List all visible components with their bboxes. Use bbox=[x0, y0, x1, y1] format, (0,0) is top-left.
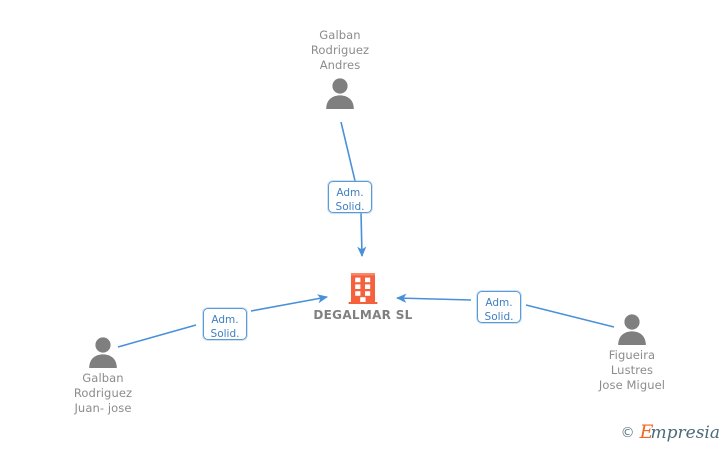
building-icon bbox=[348, 273, 378, 304]
edge-right-inner bbox=[395, 293, 472, 303]
relation-label-right[interactable]: Adm. Solid. bbox=[477, 291, 521, 323]
brand-name: mpresia bbox=[650, 423, 721, 443]
edge-left bbox=[117, 324, 197, 348]
person-label: Galban Rodriguez Juan- jose bbox=[73, 371, 133, 415]
company-node-degalmar-sl[interactable]: DEGALMAR SL bbox=[283, 272, 443, 322]
edge-top bbox=[340, 121, 357, 186]
edge-right bbox=[525, 304, 615, 328]
person-node-galban-rodriguez-juan-jose[interactable]: Galban Rodriguez Juan- jose bbox=[28, 336, 178, 416]
relation-label-top[interactable]: Adm. Solid. bbox=[328, 181, 372, 213]
empresia-watermark: © Empresia bbox=[621, 423, 720, 442]
brand-initial: E bbox=[639, 421, 654, 443]
edge-top-lower bbox=[357, 211, 367, 258]
person-label: Figueira Lustres Jose Miguel bbox=[598, 348, 666, 392]
person-label: Galban Rodriguez Andres bbox=[310, 28, 370, 72]
person-node-galban-rodriguez-andres[interactable]: Galban Rodriguez Andres bbox=[265, 28, 415, 109]
company-label: DEGALMAR SL bbox=[313, 308, 413, 322]
edge-left-upper bbox=[250, 294, 329, 312]
relation-label-left[interactable]: Adm. Solid. bbox=[203, 308, 247, 340]
person-icon bbox=[618, 314, 646, 345]
person-icon bbox=[326, 78, 354, 109]
person-node-figueira-lustres-jose-miguel[interactable]: Figueira Lustres Jose Miguel bbox=[557, 313, 707, 393]
copyright-icon: © bbox=[620, 424, 635, 441]
person-icon bbox=[89, 337, 117, 368]
